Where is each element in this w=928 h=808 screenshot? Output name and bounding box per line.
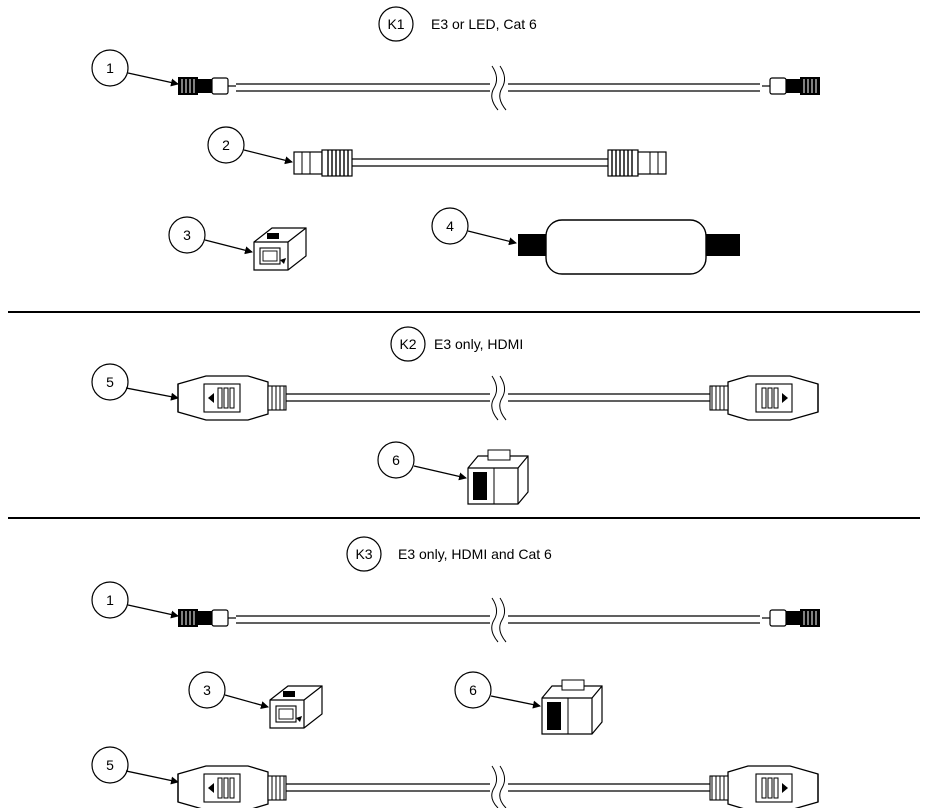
item-3-callout-k1: 3 <box>168 216 253 255</box>
svg-text:4: 4 <box>446 218 454 234</box>
svg-text:3: 3 <box>203 682 211 698</box>
item-6-callout-k3: 6 <box>454 671 541 709</box>
kit-k2-header: K2 E3 only, HDMI <box>390 326 523 362</box>
kit-k1-header: K1 E3 or LED, Cat 6 <box>378 6 537 42</box>
rj45-coupler-k3 <box>269 685 323 729</box>
kit-k1-badge <box>378 6 414 42</box>
short-patch-cable <box>293 149 667 177</box>
svg-text:6: 6 <box>392 452 400 468</box>
svg-text:5: 5 <box>106 757 114 773</box>
cat6-cable-k1 <box>177 65 821 111</box>
svg-text:5: 5 <box>106 374 114 390</box>
kit-k3-label: E3 only, HDMI and Cat 6 <box>398 546 552 562</box>
item-2-callout: 2 <box>207 126 293 165</box>
item-3-callout-k3: 3 <box>188 671 269 709</box>
svg-text:1: 1 <box>106 60 114 76</box>
inline-extender-box <box>518 219 740 275</box>
item-5-callout-k2: 5 <box>91 363 179 401</box>
kit-k1-label: E3 or LED, Cat 6 <box>431 16 537 32</box>
hdmi-cable-k2 <box>177 375 819 421</box>
svg-text:1: 1 <box>106 592 114 608</box>
svg-text:3: 3 <box>183 227 191 243</box>
svg-text:6: 6 <box>469 682 477 698</box>
item-5-callout-k3: 5 <box>91 746 179 785</box>
item-6-callout-k2: 6 <box>377 441 467 481</box>
item-1-callout-k3: 1 <box>91 581 179 619</box>
svg-text:K3: K3 <box>355 546 372 562</box>
kit-k1-id: K1 <box>387 16 404 32</box>
item-1-callout-k1: 1 <box>91 49 179 87</box>
rj45-coupler-k1 <box>253 227 307 271</box>
svg-text:K2: K2 <box>399 336 416 352</box>
hdmi-coupler-k3 <box>541 679 603 735</box>
cat6-cable-k3 <box>177 597 821 643</box>
hdmi-cable-k3 <box>177 765 819 808</box>
svg-text:2: 2 <box>222 137 230 153</box>
item-4-callout: 4 <box>431 207 517 246</box>
kit-k3-header: K3 E3 only, HDMI and Cat 6 <box>346 536 552 572</box>
kit-k2-label: E3 only, HDMI <box>434 336 523 352</box>
hdmi-coupler-k2 <box>467 449 529 505</box>
